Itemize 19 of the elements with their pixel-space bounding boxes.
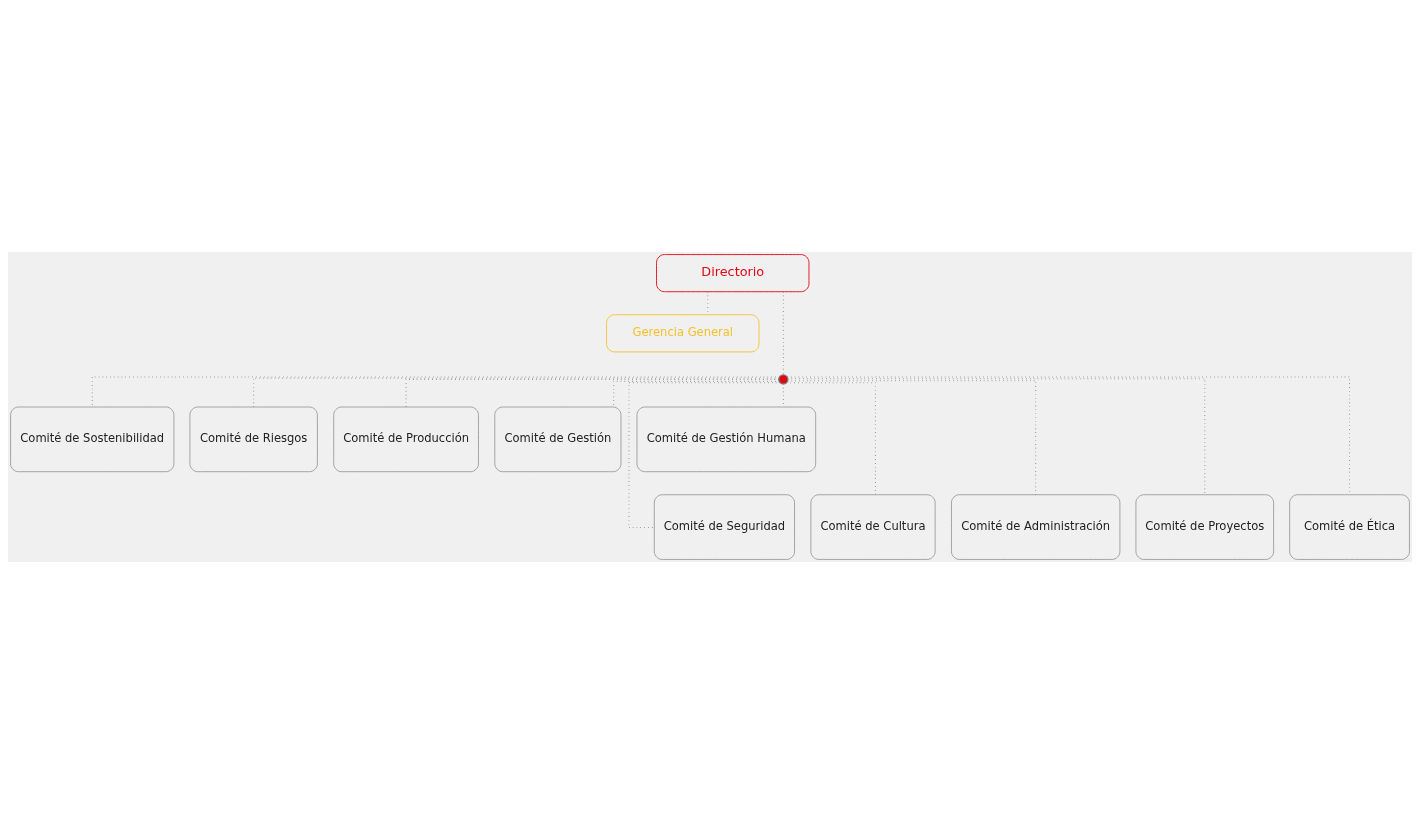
node-box: Comité de Seguridad xyxy=(653,494,795,560)
connector xyxy=(91,376,781,408)
node-box: Comité de Producción xyxy=(333,406,479,472)
node-box: Comité de Gestión Humana xyxy=(636,406,816,472)
connector xyxy=(628,382,781,528)
node-box: Comité de Ética xyxy=(1289,494,1410,560)
connector xyxy=(787,378,1206,496)
node-box: Comité de Cultura xyxy=(810,494,936,560)
node-box: Comité de Sostenibilidad xyxy=(10,406,175,472)
node-box: Gerencia General xyxy=(606,314,760,353)
node-box: Comité de Proyectos xyxy=(1135,494,1274,560)
node-box: Comité de Riesgos xyxy=(189,406,318,472)
node-box: Directorio xyxy=(656,254,810,293)
node-box: Comité de Administración xyxy=(951,494,1121,560)
connector xyxy=(786,376,1351,496)
node-box: Comité de Gestión xyxy=(494,406,622,472)
connector xyxy=(787,380,1037,496)
node-circle xyxy=(778,374,789,385)
connector xyxy=(253,377,780,408)
